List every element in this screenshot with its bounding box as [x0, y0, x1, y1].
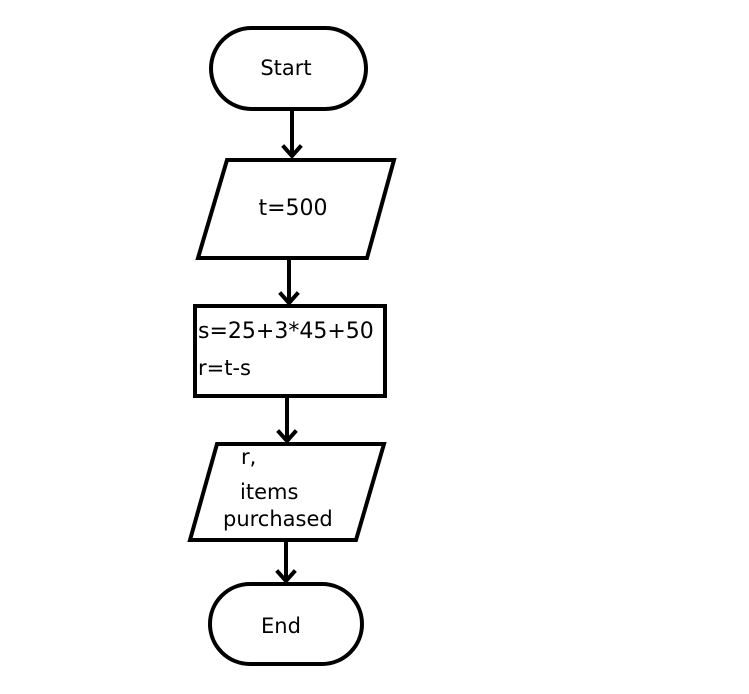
arrowhead-icon — [278, 291, 300, 307]
end-node: End — [208, 582, 364, 666]
edge-start-to-input — [281, 109, 303, 160]
process-rectangle — [193, 304, 387, 398]
process-line-2: r=t-s — [198, 356, 251, 380]
input-parallelogram — [195, 158, 397, 260]
arrowhead-icon — [276, 429, 298, 445]
process-line-1: s=25+3*45+50 — [198, 319, 374, 344]
arrowhead-icon — [275, 569, 297, 585]
input-label: t=500 — [258, 196, 327, 221]
edge-output-to-end — [275, 540, 297, 585]
start-label: Start — [260, 56, 311, 80]
start-node: Start — [209, 26, 368, 111]
process-node: s=25+3*45+50 r=t-s — [193, 304, 387, 398]
input-node: t=500 — [195, 158, 397, 260]
end-label: End — [261, 614, 301, 638]
output-line-3: purchased — [223, 507, 333, 531]
output-line-2: items — [240, 480, 298, 504]
arrowhead-icon — [281, 144, 303, 160]
end-terminator — [208, 582, 364, 666]
output-parallelogram — [187, 442, 387, 542]
edge-process-to-output — [276, 396, 298, 445]
edge-input-to-process — [278, 258, 300, 307]
output-line-1: r, — [241, 445, 256, 469]
start-terminator — [209, 26, 368, 111]
output-node: r, items purchased — [187, 442, 387, 542]
